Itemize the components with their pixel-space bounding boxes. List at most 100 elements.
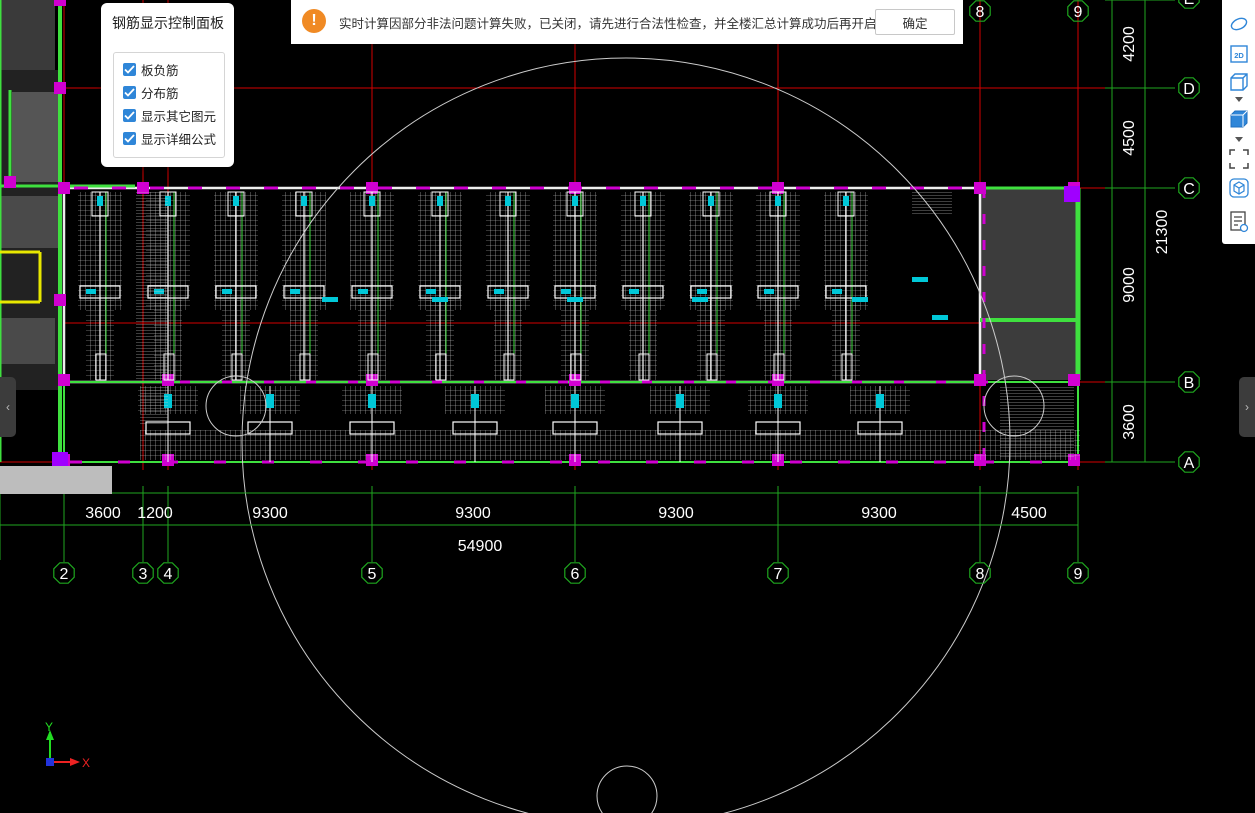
rebar-label-marker [843,196,849,206]
rebar-bracket [757,285,799,299]
rebar-bracket [570,353,582,381]
axis-bubble-shape [767,562,789,584]
rebar-mesh-stair [1000,386,1074,458]
fit-screen-icon[interactable] [1227,147,1251,171]
axis-bubble-label: A [1184,455,1195,472]
rebar-bracket [431,191,449,217]
left-wing-room [12,92,60,182]
rebar-bracket [367,353,379,381]
right-collapse-tab[interactable]: › [1239,377,1255,437]
option-show-other-elements[interactable]: 显示其它图元 [123,105,216,125]
column [1064,186,1080,202]
reference-circle [241,57,1011,813]
confirm-button[interactable]: 确定 [875,9,955,35]
rebar-bracket [351,285,393,299]
rebar-label-marker [932,315,948,320]
rebar-label-marker [322,297,338,302]
notification-message: 实时计算因部分非法问题计算失败，已关闭，请先进行合法性检查，并全楼汇总计算成功后… [339,17,877,31]
rebar-bracket [841,353,853,381]
3d-box-icon[interactable] [1227,70,1251,94]
rebar-label-marker [697,289,707,294]
axis-bubble-shape [157,562,179,584]
2d-view-icon[interactable]: 2D [1227,42,1251,66]
rebar-bracket [91,191,109,217]
chevron-down-icon[interactable] [1235,97,1243,103]
checkbox-checked-icon[interactable] [123,62,136,76]
rebar-label-marker [676,394,684,408]
surface-view-icon[interactable] [1227,12,1251,36]
axis-bubble-bottom: 4 [157,562,179,584]
axis-bubble-shape [1067,562,1089,584]
ucs-y-label: Y [45,720,53,734]
model-tab-strip [0,466,112,494]
reference-circle [596,765,658,813]
dimension-text: 9300 [455,505,491,522]
option-label: 分布筋 [141,86,179,101]
left-wing-room [0,318,55,364]
report-view-icon[interactable] [1227,210,1251,234]
3d-orbit-icon[interactable] [1227,176,1251,200]
3d-solid-icon[interactable] [1227,107,1251,131]
rebar-bracket [825,285,867,299]
rebar-label-marker [358,289,368,294]
axis-bubble-label: D [1183,81,1195,98]
axis-bubble-shape [1178,177,1200,199]
rebar-bracket [638,353,650,381]
axis-bubble-right: C [1178,177,1200,199]
axis-bubble-bottom: 5 [361,562,383,584]
rebar-label-marker [912,277,928,282]
chevron-down-icon[interactable] [1235,137,1243,143]
panel-title: 钢筋显示控制面板 [112,15,224,31]
rebar-bracket [499,191,517,217]
rebar-label-marker [505,196,511,206]
svg-text:2D: 2D [1234,51,1244,60]
axis-bubbles-layer: 2345678989EDCBA [53,0,1200,584]
rebar-label-marker [629,289,639,294]
rebar-mesh-strip [912,192,952,216]
option-show-detail-formula[interactable]: 显示详细公式 [123,128,216,148]
option-negative-rebar[interactable]: 板负筋 [123,59,179,79]
axis-bubble-label: 3 [139,566,148,583]
axis-bubble-bottom: 9 [1067,562,1089,584]
axis-bubble-label: 9 [1074,4,1083,21]
column [52,452,68,466]
rebar-bracket [299,353,311,381]
axis-bubble-right: B [1178,371,1200,393]
axis-bubble-label: 7 [774,566,783,583]
axis-bubble-shape [564,562,586,584]
rebar-label-marker [774,394,782,408]
checkbox-checked-icon[interactable] [123,108,136,122]
axis-bubble-label: 5 [368,566,377,583]
rebar-bracket [295,191,313,217]
column [4,176,16,188]
column [54,0,66,6]
axis-bubble-label: 4 [164,566,173,583]
rebar-mesh-corridor [140,430,1080,460]
checkbox-checked-icon[interactable] [123,131,136,145]
rebar-bracket [566,191,584,217]
rebar-label-marker [567,297,583,302]
rebar-mesh-strip [136,190,168,380]
rebar-label-marker [97,196,103,206]
left-collapse-tab[interactable]: ‹ [0,377,16,437]
axis-bubble-top: 8 [969,0,991,22]
axis-bubble-shape [1178,77,1200,99]
axis-bubble-top: 9 [1067,0,1089,22]
rebar-label-marker [692,297,708,302]
ucs-indicator: Y X [45,720,90,770]
dimension-text: 4200 [1121,26,1138,62]
axis-bubble-shape [361,562,383,584]
axis-bubble-shape [1178,0,1200,9]
column [1068,374,1080,386]
rebar-label-marker [876,394,884,408]
checkbox-checked-icon[interactable] [123,85,136,99]
left-wing-room [0,196,58,248]
dimension-text: 9000 [1121,267,1138,303]
rebar-label-marker [233,196,239,206]
axis-bubble-bottom: 2 [53,562,75,584]
option-distribution-rebar[interactable]: 分布筋 [123,82,179,102]
dimension-text: 9300 [252,505,288,522]
dimension-text: 9300 [658,505,694,522]
